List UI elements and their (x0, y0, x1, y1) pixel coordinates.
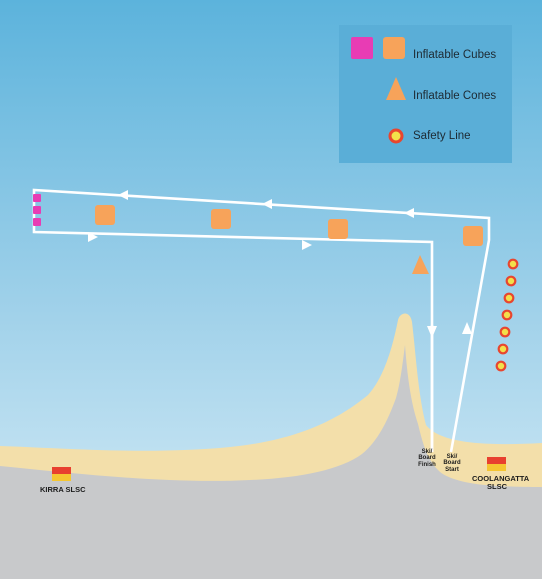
course-arrows (88, 190, 472, 338)
arrow-up (462, 322, 472, 334)
legend-orange-cube-icon (383, 37, 405, 59)
safety-buoy (507, 258, 519, 270)
magenta-cube (33, 194, 41, 202)
magenta-cubes (33, 194, 41, 226)
safety-buoy (495, 360, 507, 372)
start-label-line1: Ski/ (446, 454, 458, 460)
ski-board-finish-label: Ski/ Board Finish (416, 449, 438, 468)
legend-safety-buoy-icon (388, 128, 404, 144)
magenta-cube (33, 218, 41, 226)
legend-cones-label: Inflatable Cones (413, 90, 497, 102)
arrow-top-2 (262, 199, 272, 209)
magenta-cube (33, 206, 41, 214)
safety-line (495, 258, 519, 372)
arrow-bottom-2 (302, 240, 312, 250)
course-loop (32, 188, 491, 453)
coolangatta-flag-icon (487, 457, 506, 471)
course-lines (32, 188, 491, 453)
land (0, 345, 542, 579)
kirra-club-label: KIRRA SLSC (40, 485, 86, 494)
start-label-line2: Board (443, 460, 461, 467)
safety-buoy (499, 326, 511, 338)
kirra-flag-icon (52, 467, 71, 481)
arrow-top-3 (404, 208, 414, 218)
legend-magenta-cube-icon (351, 37, 373, 59)
arrow-top-1 (118, 190, 128, 200)
orange-cubes (95, 205, 483, 246)
legend-cubes-label: Inflatable Cubes (413, 49, 497, 61)
orange-cube (328, 219, 348, 239)
orange-cube (211, 209, 231, 229)
safety-buoy (497, 343, 509, 355)
ski-board-start-label: Ski/ Board Start (441, 454, 463, 473)
orange-cube (463, 226, 483, 246)
coolangatta-club-label: COOLANGATTA SLSC (472, 474, 530, 491)
orange-cone (412, 255, 429, 274)
finish-label-line2: Board (418, 455, 436, 462)
start-label-line3: Start (445, 466, 459, 473)
legend-safety-label: Safety Line (413, 130, 471, 142)
legend-panel: Inflatable Cubes Inflatable Cones Safety… (339, 25, 512, 163)
safety-buoy (503, 292, 515, 304)
arrow-bottom-1 (88, 232, 98, 242)
arrow-down (427, 326, 437, 338)
coolangatta-label-line2: SLSC (486, 481, 507, 491)
finish-label-line1: Ski/ (421, 449, 433, 455)
safety-buoy (501, 309, 513, 321)
orange-cube (95, 205, 115, 225)
legend-cone-icon (386, 77, 406, 100)
legend-symbols (351, 37, 406, 144)
coolangatta-label-line1: COOLANGATTA (472, 474, 530, 483)
safety-buoy (505, 275, 517, 287)
finish-label-line3: Finish (418, 461, 436, 468)
